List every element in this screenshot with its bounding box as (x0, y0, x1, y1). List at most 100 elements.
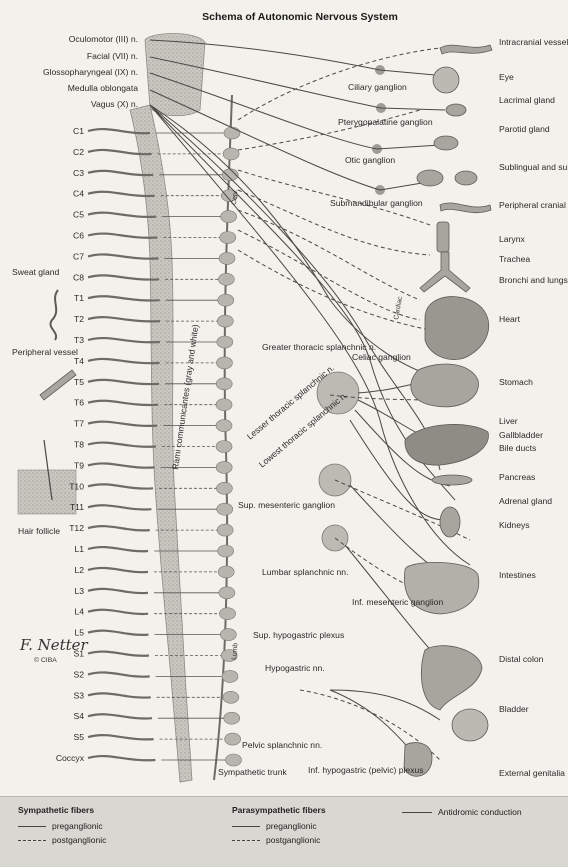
spinal-nerve-root (88, 631, 148, 635)
parotid-gland-illustration (434, 136, 458, 150)
peripheral-vessel-label: Peripheral vessel (12, 347, 78, 357)
spinal-level-label: C1 (73, 126, 84, 136)
legend-parasympathetic-title: Parasympathetic fibers (232, 805, 326, 815)
submandibular-ganglion-label: Submandibular ganglion (330, 198, 423, 208)
organ-label: Bile ducts (499, 443, 536, 453)
peripheral-cranial-vessels-illustration (440, 203, 491, 213)
cranial-label-1: Facial (VII) n. (87, 51, 138, 61)
pterygopalatine-ganglion-label: Pterygopalatine ganglion (338, 117, 433, 127)
spinal-level-label: T7 (74, 419, 84, 429)
spinal-nerve-root (88, 296, 160, 300)
organ-label: Kidneys (499, 520, 530, 530)
spinal-nerve-root (88, 672, 150, 676)
lacrimal-gland-illustration (446, 104, 466, 116)
hypogastric-label: Hypogastric nn. (265, 663, 325, 673)
trunk-ganglion (216, 378, 232, 390)
spinal-level-label: C8 (73, 272, 84, 282)
solid-line-swatch (232, 826, 260, 827)
spinal-nerve-root (88, 338, 160, 342)
trunk-ganglion (216, 357, 232, 369)
spinal-level-label: S4 (73, 711, 84, 721)
antidromic-line-swatch (402, 812, 432, 813)
trachea-bronchi-illustration (420, 252, 470, 292)
trunk-ganglion (216, 461, 232, 473)
inf-mesenteric-ganglion-label: Inf. mesenteric ganglion (352, 597, 443, 607)
spinal-level-labels: C1C2C3C4C5C6C7C8T1T2T3T4T5T6T7T8T9T10T11… (56, 126, 85, 763)
spinal-nerve-root (88, 756, 155, 760)
organ-label: Adrenal gland (499, 496, 552, 506)
spinal-level-label: C7 (73, 251, 84, 261)
legend-para-pre: preganglionic (232, 819, 326, 833)
trunk-ganglion (220, 608, 236, 620)
trunk-ganglion (220, 629, 236, 641)
ciba-mark: © CIBA (34, 656, 57, 664)
sweat-gland-label: Sweat gland (12, 267, 60, 277)
spinal-level-label: S3 (73, 690, 84, 700)
organ-label: Bladder (499, 704, 529, 714)
cervical-chain-label: Cerv. (231, 189, 239, 205)
legend-para-post: postganglionic (232, 833, 326, 847)
cardiac-nerves-label: Cardiac (393, 295, 404, 320)
spinal-nerve-root (88, 652, 149, 656)
spinal-nerve-root (88, 422, 157, 426)
legend: Sympathetic fibers preganglionic postgan… (0, 796, 568, 867)
spinal-nerve-root (88, 234, 157, 238)
spinal-level-label: L1 (74, 544, 84, 554)
spinal-level-label: T6 (74, 398, 84, 408)
spinal-level-label: C6 (73, 231, 84, 241)
spinal-nerve-root (88, 610, 148, 614)
spinal-nerve-root (88, 443, 156, 447)
spinal-level-label: T10 (69, 481, 84, 491)
kidney-illustration (440, 507, 460, 537)
organ-label: Intestines (499, 570, 536, 580)
pancreas-illustration (432, 475, 472, 485)
trunk-ganglion (218, 566, 234, 578)
legend-sympathetic-title: Sympathetic fibers (18, 805, 106, 815)
lowest-splanchnic-label: Lowest thoracic splanchnic n. (257, 390, 349, 470)
trunk-ganglion (224, 127, 240, 139)
spinal-level-label: L3 (74, 586, 84, 596)
legend-para-pre-label: preganglionic (266, 821, 317, 831)
spinal-nerve-root (88, 547, 148, 551)
spinal-nerve-root (88, 213, 156, 217)
spinal-nerve-root (88, 275, 159, 279)
otic-ganglion-label: Otic ganglion (345, 155, 395, 165)
legend-symp-post: postganglionic (18, 833, 106, 847)
inf-hypogastric-label: Inf. hypogastric (pelvic) plexus (308, 765, 424, 775)
spinal-level-label: L4 (74, 607, 84, 617)
organ-label: Distal colon (499, 654, 544, 664)
spinal-level-label: T11 (70, 502, 84, 512)
trunk-ganglion (216, 420, 232, 432)
organ-label: Intracranial vessels (499, 37, 568, 47)
spinal-nerve-root (88, 401, 158, 405)
legend-symp-post-label: postganglionic (52, 835, 106, 845)
spinal-level-label: C5 (73, 210, 84, 220)
bladder-illustration (452, 709, 488, 741)
spinal-nerve-root (88, 714, 152, 718)
organ-label: Larynx (499, 234, 525, 244)
liver-illustration (405, 424, 489, 465)
intracranial-vessels-illustration (440, 45, 492, 54)
cranial-label-0: Oculomotor (III) n. (69, 34, 138, 44)
trunk-ganglion (225, 733, 241, 745)
organ-label: Sublingual and submandibular glands (499, 162, 568, 172)
organs (404, 45, 492, 776)
spinal-level-label: T3 (74, 335, 84, 345)
trunk-ganglion (220, 232, 236, 244)
trunk-ganglion (217, 315, 233, 327)
organ-label: Eye (499, 72, 514, 82)
dashed-line-swatch (18, 840, 46, 841)
pelvic-splanchnic-label: Pelvic splanchnic nn. (242, 740, 322, 750)
trunk-ganglion (221, 211, 237, 223)
spinal-nerve-root (88, 484, 153, 488)
submandibular-gland-illustration (417, 170, 443, 186)
trunk-ganglion (219, 587, 235, 599)
stomach-illustration (411, 364, 479, 407)
legend-antidromic-row: Antidromic conduction (402, 805, 522, 819)
organ-label: Gallbladder (499, 430, 543, 440)
spinal-level-label: Coccyx (56, 753, 85, 763)
ciliary-ganglion-label: Ciliary ganglion (348, 82, 407, 92)
netter-signature: F. Netter (19, 636, 89, 654)
spinal-nerve-root (88, 359, 160, 363)
